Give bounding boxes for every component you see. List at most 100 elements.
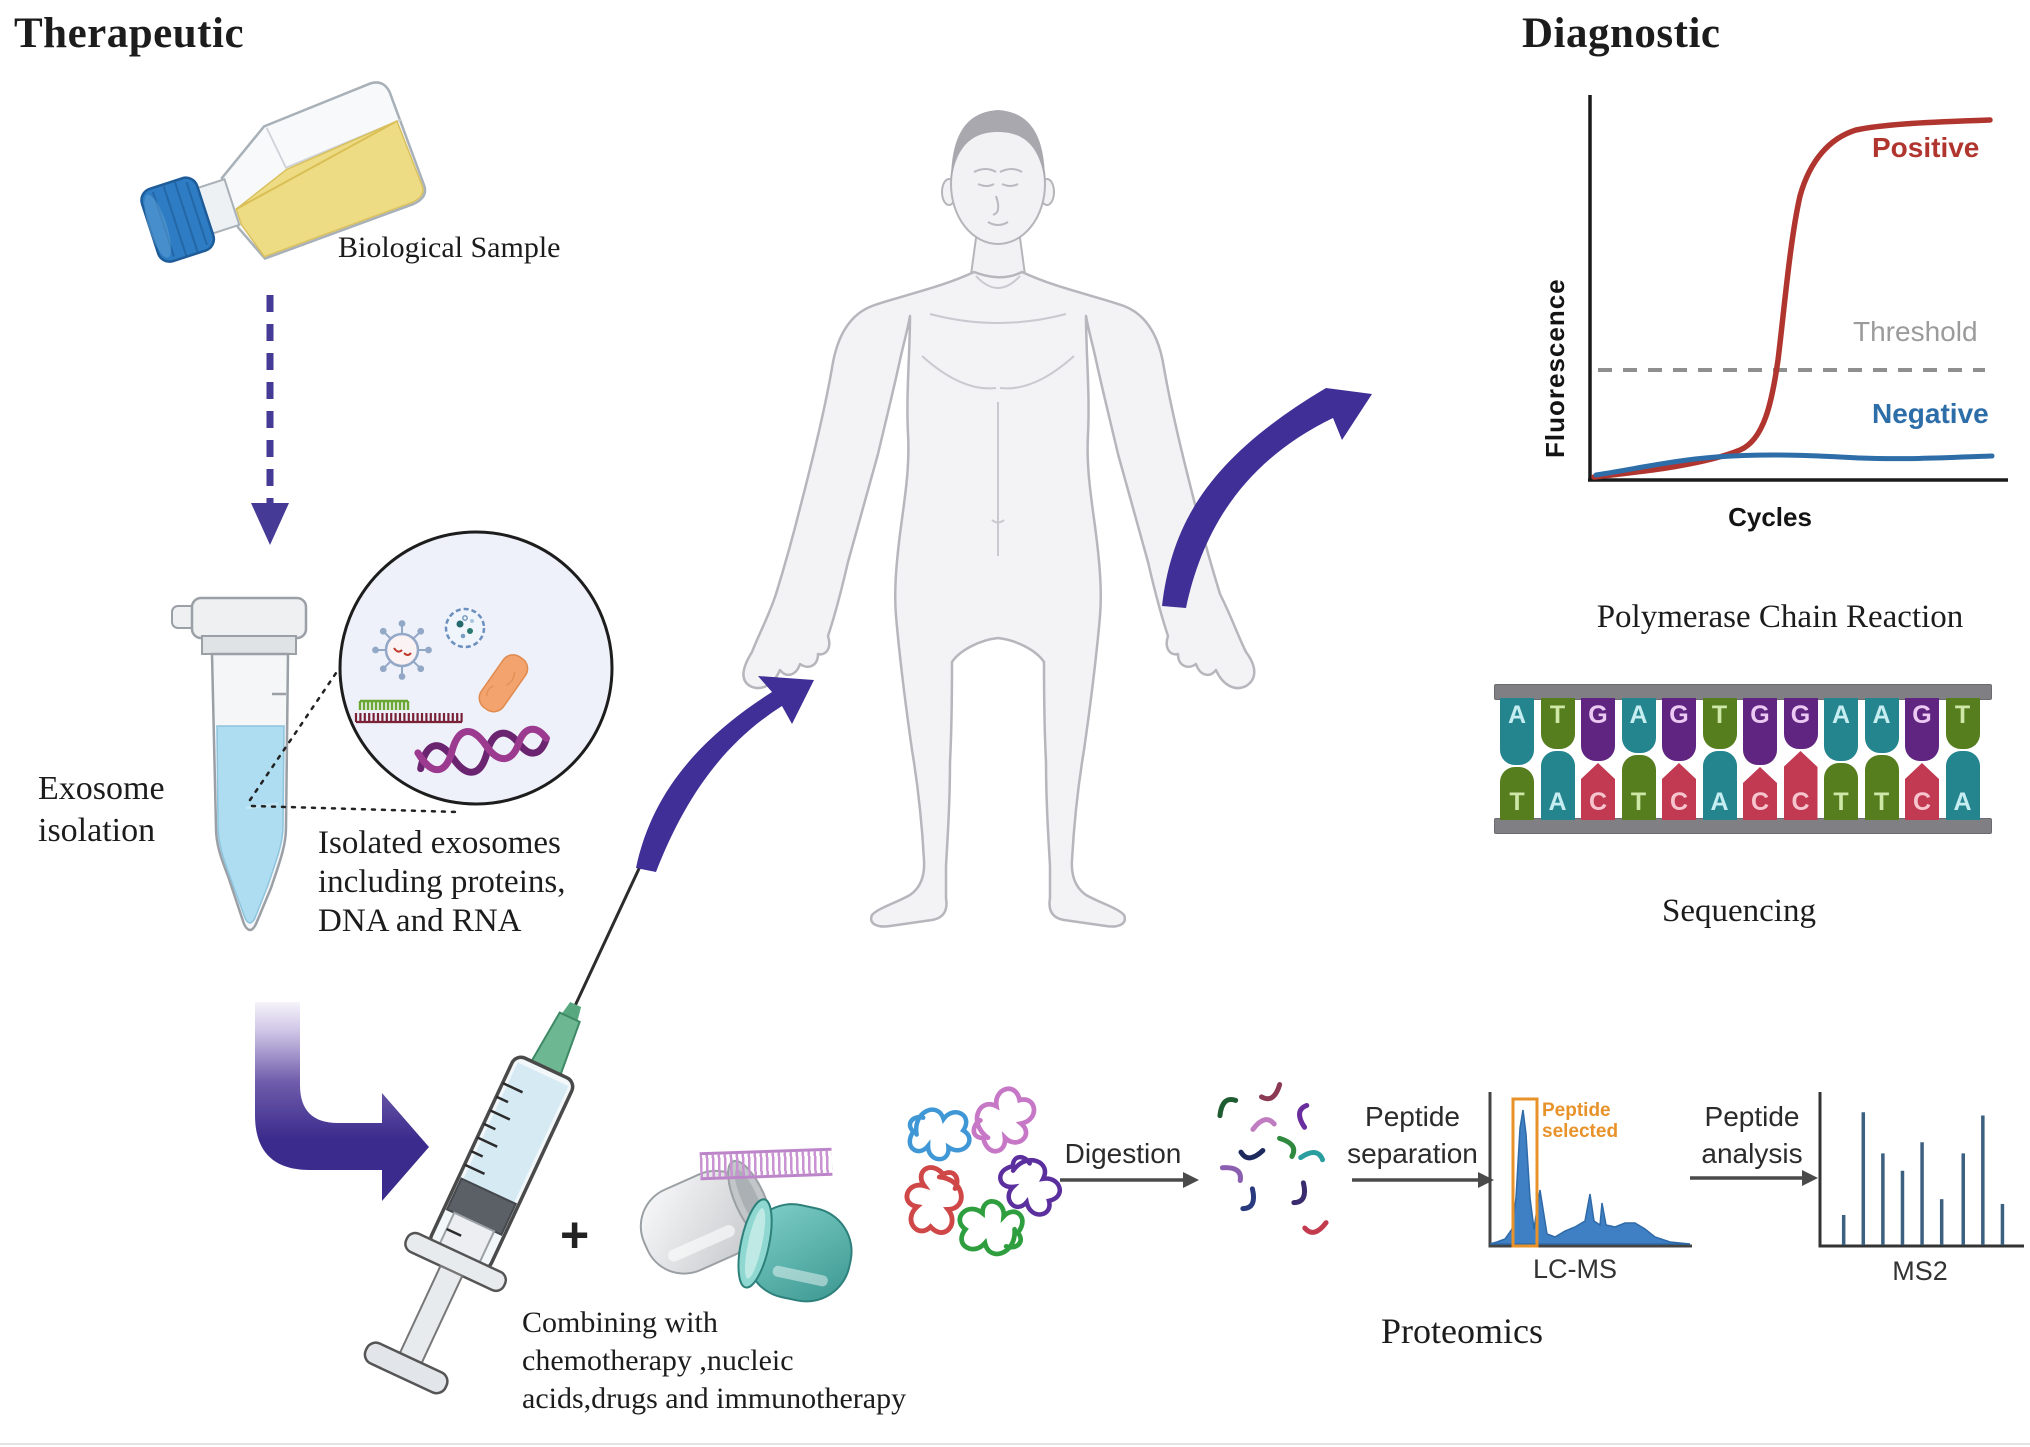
human-body-figure [742,110,1256,928]
base-top-G: G [1783,698,1818,749]
base-top-A: A [1500,698,1534,765]
bottom-border [0,1443,2030,1445]
base-bottom-C: C [1662,763,1696,820]
pcr-ylabel: Fluorescence [1540,278,1570,458]
base-top-T: T [1540,698,1575,749]
base-top-G: G [1905,698,1939,761]
selected-line1: Peptide [1542,1100,1611,1121]
base-bottom-C: C [1581,763,1615,820]
base-top-G: G [1581,698,1615,761]
base-bottom-A: A [1945,751,1980,820]
selected-line2: selected [1542,1121,1619,1142]
base-bottom-T: T [1864,755,1899,820]
cell-culture-flask-icon [140,81,427,263]
base-bottom-T: T [1621,755,1656,820]
combining-line3: acids,drugs and immunotherapy [522,1382,907,1415]
pcr-chart [1588,95,2008,482]
digestion-label: Digestion [1064,1138,1182,1169]
curved-arrow-to-body-icon [636,676,814,872]
ms2-label: MS2 [1892,1256,1948,1286]
pcr-xlabel: Cycles [1728,502,1812,532]
pcr-negative-label: Negative [1872,398,1989,429]
magnifier-circle [338,530,614,806]
proteomics-label: Proteomics [1381,1311,1543,1351]
pcr-negative-curve [1593,452,1995,478]
exosome-vesicle-icon [444,607,486,649]
dashed-down-arrow-icon [251,295,289,545]
peptide-separation-arrow [1352,1172,1494,1188]
biological-sample-label: Biological Sample [338,231,561,264]
base-bottom-A: A [1702,751,1737,820]
base-top-G: G [1743,698,1777,765]
base-bottom-C: C [1743,767,1777,820]
isolated-exosomes-label: Isolated exosomes including proteins, DN… [318,824,565,941]
exosome-isolation-line2: isolation [38,812,156,849]
base-top-G: G [1662,698,1696,761]
base-top-A: A [1621,698,1656,753]
plus-sign: + [560,1207,590,1263]
ms2-chart [1818,1092,2024,1248]
pill-white-half-icon [639,1159,773,1275]
base-bottom-C: C [1905,763,1939,820]
therapeutic-title: Therapeutic [14,10,245,57]
digestion-arrow [1060,1172,1199,1188]
nucleic-acid-strip-icon [699,1147,833,1181]
protein-squiggles [894,1081,1067,1264]
separation-line2: separation [1347,1138,1478,1169]
base-bottom-T: T [1500,767,1534,820]
analysis-line1: Peptide [1704,1101,1800,1132]
base-bottom-A: A [1540,751,1575,820]
base-bottom-C: C [1783,751,1818,820]
isolated-exosomes-line1: Isolated exosomes [318,825,561,861]
exosome-isolation-line1: Exosome [38,770,165,807]
diagnostic-title: Diagnostic [1522,10,1721,57]
sequencing-label: Sequencing [1662,893,1816,929]
exosome-isolation-label: Exosome isolation [38,768,165,852]
peptide-selected-box [1511,1097,1539,1248]
pcr-threshold-label: Threshold [1853,316,1978,347]
isolated-exosomes-line3: DNA and RNA [318,903,522,939]
peptide-analysis-arrow [1690,1170,1818,1186]
separation-line1: Peptide [1365,1101,1460,1132]
peptide-fragments [1216,1085,1326,1235]
peptide-separation-label: Peptide separation [1340,1098,1485,1172]
syringe-icon [363,846,651,1395]
combining-line2: chemotherapy ,nucleic [522,1344,794,1377]
pcr-title: Polymerase Chain Reaction [1596,599,1964,635]
combining-line1: Combining with [522,1306,718,1339]
base-top-T: T [1702,698,1737,749]
analysis-line2: analysis [1701,1138,1803,1169]
lcms-trace [1489,1109,1691,1245]
base-top-A: A [1824,698,1858,761]
peptide-analysis-label: Peptide analysis [1682,1098,1822,1172]
lcms-chart [1488,1092,1692,1248]
dna-fragment-green-icon [358,699,410,710]
sequencing-backbone-bottom [1494,818,1992,834]
microcentrifuge-tube-icon [171,596,308,932]
pcr-positive-label: Positive [1872,132,1980,163]
combining-label: Combining with chemotherapy ,nucleic aci… [522,1304,906,1418]
base-top-A: A [1864,698,1899,753]
dna-helix-icon [414,725,550,776]
dna-fragment-maroon-icon [354,713,463,724]
virus-icon [372,620,432,680]
isolated-exosomes-line2: including proteins, [318,864,566,900]
curved-arrow-to-diagnostic-icon [1162,388,1372,608]
pill-teal-half-icon [737,1198,853,1303]
hair [951,110,1045,182]
protein-blob-icon [478,654,529,713]
lcms-label: LC-MS [1532,1254,1617,1284]
